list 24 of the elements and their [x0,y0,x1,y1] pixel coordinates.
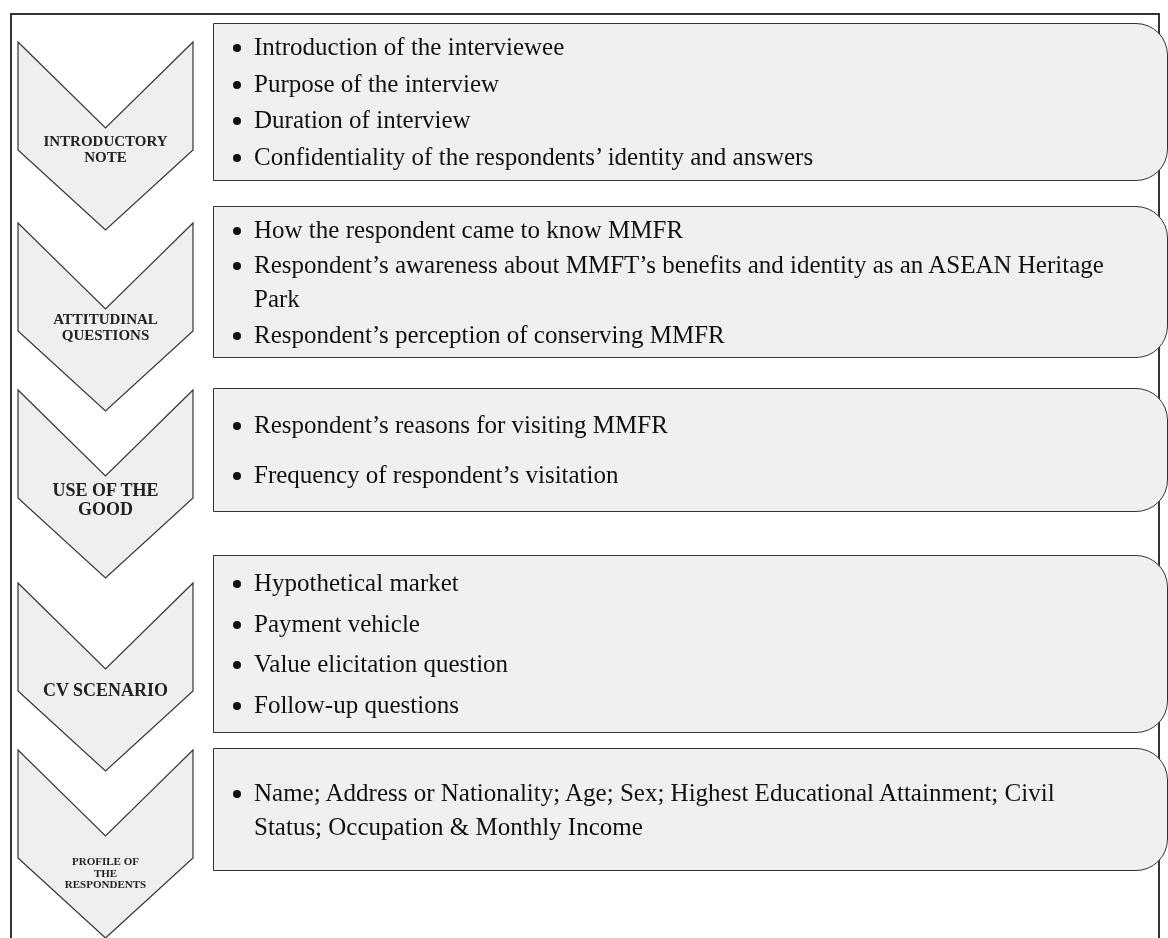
step-label: USE OF THE GOOD [51,481,160,519]
bullet-text: Respondent’s reasons for visiting MMFR [254,410,668,441]
content-box [213,388,1168,512]
bullet-text: Frequency of respondent’s visitation [254,459,619,490]
bullet-text: Respondent’s awareness about MMFT’s benefits and identity as an ASEAN Heritage Park [254,250,1105,314]
content-box [213,206,1168,358]
bullet-text: Value elicitation question [254,649,509,680]
bullet-text: Name; Address or Nationality; Age; Sex; Highest Educational Attainment; Civil Status; Occupation & Monthly Income [254,777,1056,842]
bullet-text: Duration of interview [254,105,471,136]
bullet-text: Confidentiality of the respondents’ identity and answers [254,141,814,172]
bullet-text: How the respondent came to know MMFR [254,214,684,245]
content-box [213,748,1168,871]
bullet-text: Payment vehicle [254,608,420,639]
step-label: CV SCENARIO [41,680,170,700]
content-box [213,555,1168,733]
bullet-text: Respondent’s perception of conserving MMFR [254,319,725,350]
step-label: ATTITUDINAL QUESTIONS [52,312,159,344]
step-label: INTRODUCTORY NOTE [42,134,169,166]
bullet-text: Introduction of the interviewee [254,32,565,63]
bullet-text: Follow-up questions [254,689,459,720]
step-label: PROFILE OF THE RESPONDENTS [64,855,147,891]
bullet-text: Purpose of the interview [254,68,500,99]
bullet-text: Hypothetical market [254,568,459,599]
content-box [213,23,1168,181]
